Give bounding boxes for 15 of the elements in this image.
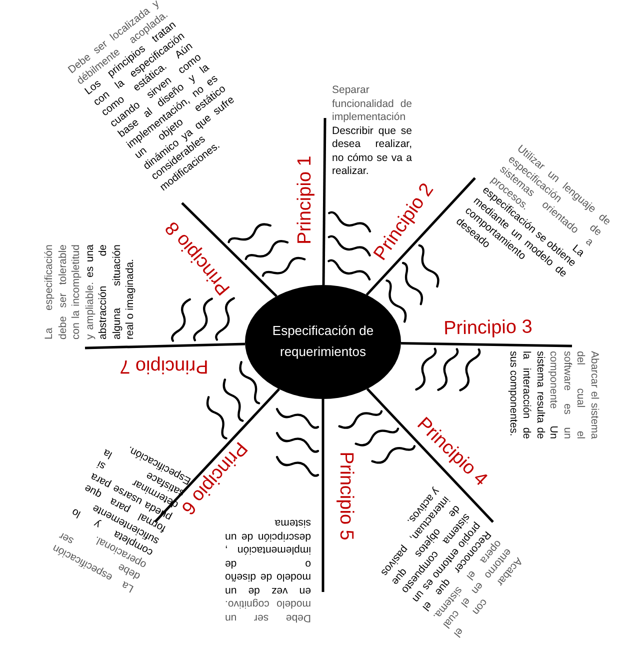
principle-description: Separar funcionalidad de implementación Describir que se desea realizar, no cómo se va a realizar. xyxy=(332,84,412,178)
principle-title: Principio 1 xyxy=(296,156,314,244)
spoke-line xyxy=(84,342,246,350)
spoke-line xyxy=(154,388,280,523)
spoke-line xyxy=(181,202,278,298)
principle-title: Principio 3 xyxy=(443,318,533,338)
principle-description: Debe ser un modelo cognitivo. en vez de un modelo de diseño o de implementación , descripción de un sistema xyxy=(225,516,311,624)
center-ellipse: Especificación de requerimientos xyxy=(245,285,401,399)
principle-title: Principio 7 xyxy=(120,356,208,376)
spoke-line xyxy=(322,399,324,592)
spoke-line xyxy=(366,388,494,523)
spoke-line xyxy=(400,342,572,348)
spoke-line xyxy=(366,177,476,296)
spoke-line xyxy=(322,118,326,286)
principle-title: Principio 5 xyxy=(336,452,356,540)
